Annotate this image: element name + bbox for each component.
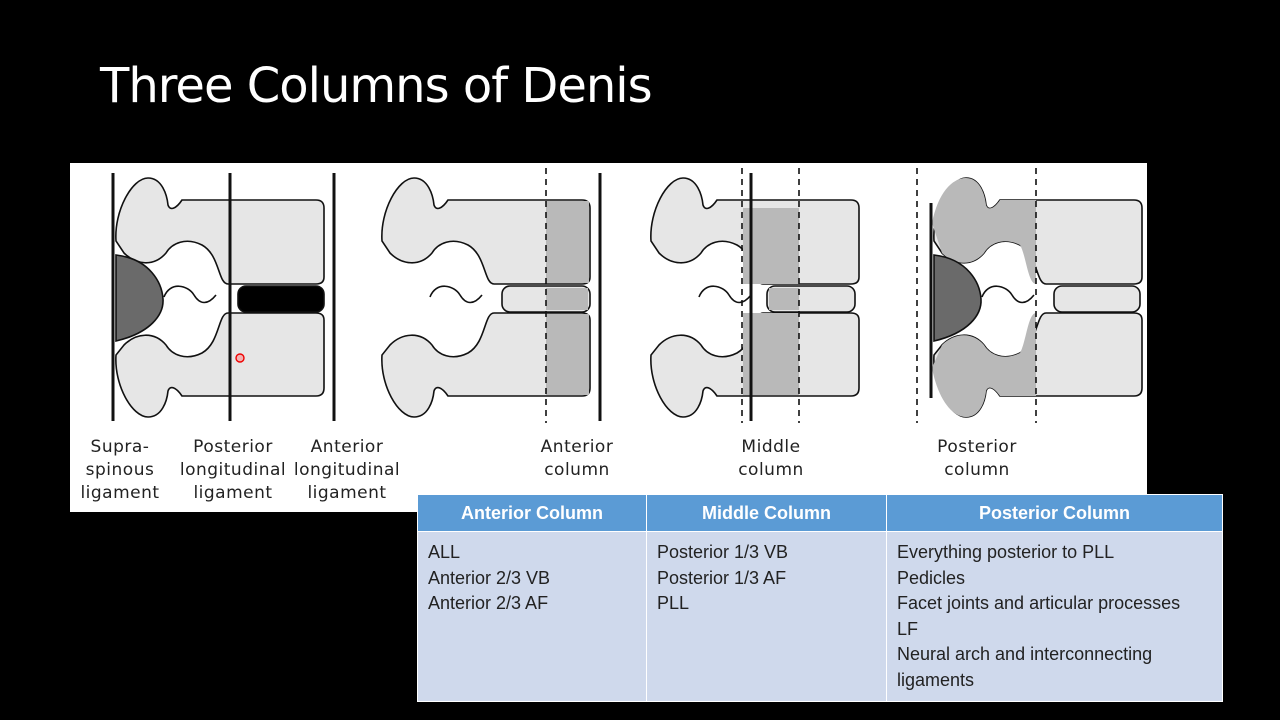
- label-anterior-column: Anterior column: [540, 437, 614, 480]
- cell-line: ALL: [428, 542, 461, 562]
- table-header-row: Anterior Column Middle Column Posterior …: [417, 494, 1223, 532]
- cell-line: Pedicles: [897, 567, 966, 588]
- cell-line: Anterior 2/3 AF: [428, 593, 549, 613]
- cell-line: LF: [897, 618, 919, 639]
- label-posterior-longitudinal-ligament: Posterior longitudinal ligament: [179, 437, 287, 503]
- cell-line: Anterior 2/3 VB: [428, 567, 551, 588]
- cell-line: Neural arch and interconnecting ligament…: [897, 644, 1153, 690]
- cell-line: Posterior 1/3 VB: [657, 542, 789, 562]
- diagram-ligaments: [111, 173, 336, 421]
- label-posterior-column: Posterior column: [937, 437, 1017, 480]
- column-comparison-table: Anterior Column Middle Column Posterior …: [417, 494, 1223, 702]
- header-middle-column: Middle Column: [646, 494, 887, 532]
- denis-columns-figure: Supra- spinous ligament Posterior longit…: [70, 163, 1147, 512]
- diagram-anterior-column: [381, 168, 602, 423]
- spine-diagrams: [111, 168, 1143, 423]
- cell-middle-column: Posterior 1/3 VB Posterior 1/3 AF PLL: [646, 531, 887, 702]
- label-anterior-longitudinal-ligament: Anterior longitudinal ligament: [293, 437, 401, 503]
- slide-title: Three Columns of Denis: [100, 58, 653, 114]
- cell-line: PLL: [657, 593, 690, 613]
- diagram-posterior-column: [916, 168, 1143, 423]
- cell-line: Facet joints and articular processes: [897, 593, 1181, 613]
- header-anterior-column: Anterior Column: [417, 494, 647, 532]
- label-middle-column: Middle column: [738, 437, 804, 480]
- header-posterior-column: Posterior Column: [886, 494, 1223, 532]
- cell-line: Everything posterior to PLL: [897, 542, 1115, 562]
- diagram-middle-column: [650, 168, 860, 423]
- cell-anterior-column: ALL Anterior 2/3 VB Anterior 2/3 AF: [417, 531, 647, 702]
- table-row: ALL Anterior 2/3 VB Anterior 2/3 AF Post…: [417, 531, 1223, 702]
- label-supraspinous-ligament: Supra- spinous ligament: [80, 437, 160, 503]
- cell-line: Posterior 1/3 AF: [657, 567, 787, 588]
- cell-posterior-column: Everything posterior to PLL Pedicles Fac…: [886, 531, 1223, 702]
